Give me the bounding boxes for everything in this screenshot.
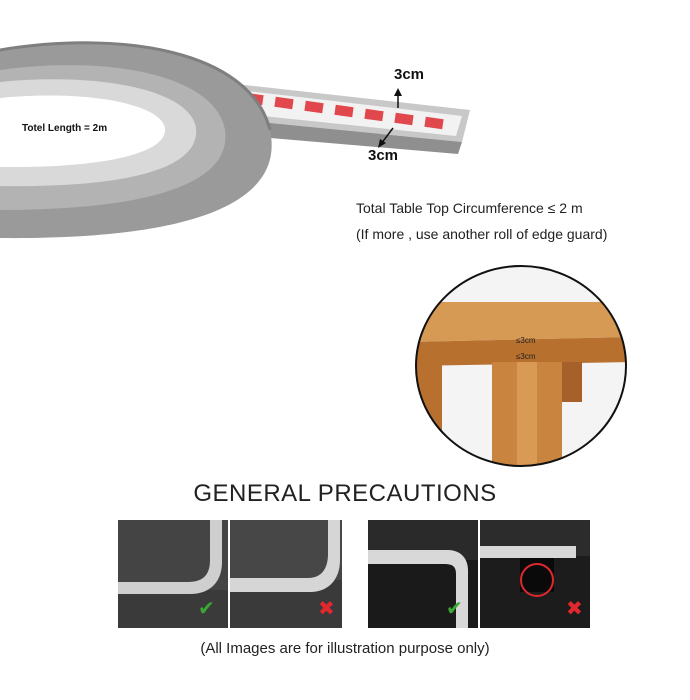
circumference-spec: Total Table Top Circumference ≤ 2 m (356, 200, 583, 216)
corner-dim-top: ≤3cm (516, 336, 536, 345)
corner-dim-side: ≤3cm (516, 352, 536, 361)
precaution-panel-2: ✖ (230, 520, 342, 628)
precaution-panel-3: ✔ (368, 520, 478, 628)
precaution-panel-1: ✔ (118, 520, 228, 628)
width-top-label: 3cm (394, 66, 425, 83)
extra-roll-note: (If more , use another roll of edge guar… (356, 226, 608, 242)
correct-check-icon-2: ✔ (446, 598, 463, 620)
total-length-label: Totel Length = 2m (22, 123, 108, 134)
correct-check-icon-1: ✔ (198, 598, 215, 620)
wrong-cross-icon-2: ✖ (566, 598, 583, 620)
edge-guard-roll-image (0, 41, 470, 239)
precautions-title: GENERAL PRECAUTIONS (193, 480, 497, 507)
width-bottom-label: 3cm (368, 147, 399, 164)
wrong-cross-icon-1: ✖ (318, 598, 335, 620)
illustration-disclaimer: (All Images are for illustration purpose… (200, 640, 490, 657)
table-corner-photo (415, 265, 627, 467)
precaution-panel-4: ✖ (480, 520, 590, 628)
